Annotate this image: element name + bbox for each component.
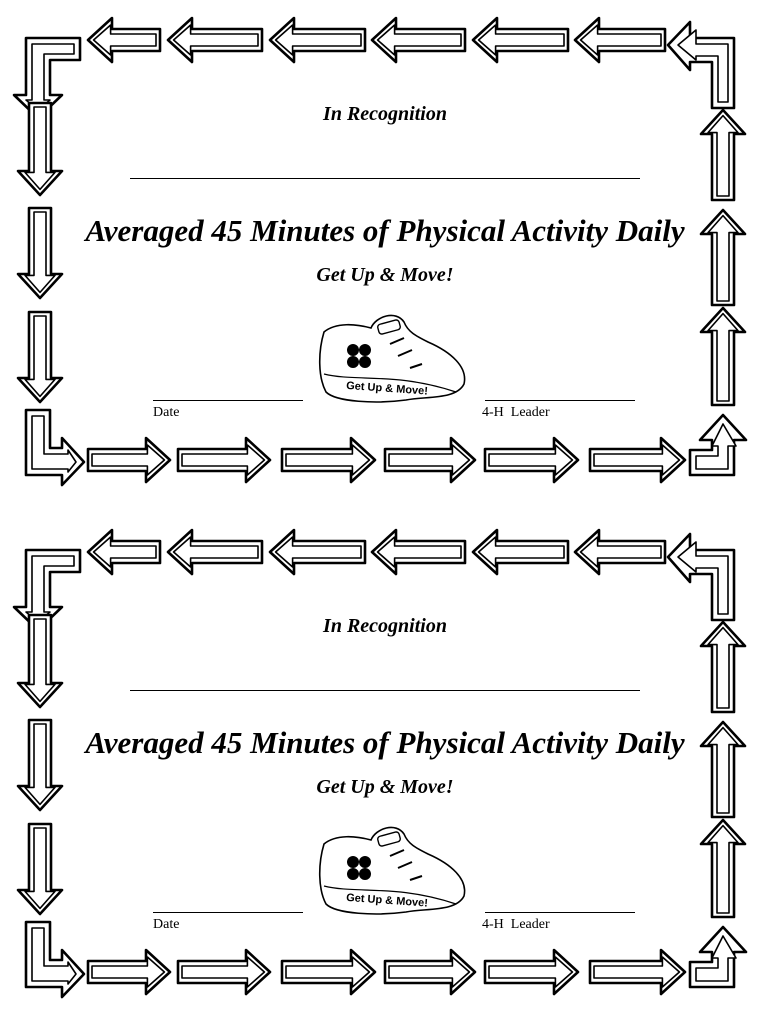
arrow-right-icon xyxy=(488,956,574,988)
arrow-left-icon xyxy=(579,536,662,568)
arrow-down-icon xyxy=(24,315,56,398)
corner-bottom-left-icon xyxy=(31,415,77,473)
arrow-up-icon xyxy=(707,824,739,914)
arrow-right-icon xyxy=(181,956,266,988)
date-line xyxy=(153,400,303,401)
date-line xyxy=(153,912,303,913)
arrow-right-icon xyxy=(593,444,681,476)
arrow-left-icon xyxy=(172,24,259,56)
corner-top-right-icon xyxy=(677,29,729,103)
arrow-right-icon xyxy=(593,956,681,988)
arrow-right-icon xyxy=(181,444,266,476)
corner-top-right-icon xyxy=(677,541,729,615)
arrow-down-icon xyxy=(24,827,56,910)
corner-top-left-icon xyxy=(25,43,75,111)
name-line xyxy=(130,690,640,691)
arrow-up-icon xyxy=(707,726,739,814)
arrow-down-icon xyxy=(24,723,56,806)
arrow-border xyxy=(12,16,748,487)
shoe-logo: Get Up & Move! xyxy=(318,826,466,915)
arrow-up-icon xyxy=(707,312,739,402)
arrow-right-icon xyxy=(388,956,471,988)
arrow-up-icon xyxy=(707,626,739,709)
arrow-left-icon xyxy=(376,536,462,568)
corner-bottom-right-icon xyxy=(695,423,737,470)
logo-text: Get Up & Move! xyxy=(346,380,429,398)
arrow-left-icon xyxy=(92,24,157,56)
logo-text: Get Up & Move! xyxy=(346,892,429,910)
corner-top-left-icon xyxy=(25,555,75,623)
certificate-1: In Recognition Averaged 45 Minutes of Ph… xyxy=(12,16,748,487)
arrow-left-icon xyxy=(477,24,565,56)
arrow-left-icon xyxy=(172,536,259,568)
title: Averaged 45 Minutes of Physical Activity… xyxy=(85,725,685,760)
arrow-down-icon xyxy=(24,106,56,191)
date-label: Date xyxy=(153,917,180,932)
corner-bottom-right-icon xyxy=(695,935,737,982)
subtitle: Get Up & Move! xyxy=(316,776,454,798)
arrow-left-icon xyxy=(579,24,662,56)
arrow-left-icon xyxy=(274,536,362,568)
leader-label: 4-H Leader xyxy=(482,917,550,932)
corner-bottom-left-icon xyxy=(31,927,77,985)
arrow-border xyxy=(12,528,748,999)
subtitle: Get Up & Move! xyxy=(316,264,454,286)
corner-top-left-icon xyxy=(12,548,82,632)
title: Averaged 45 Minutes of Physical Activity… xyxy=(85,213,685,248)
leader-line xyxy=(485,400,635,401)
arrow-left-icon xyxy=(376,24,462,56)
shoe-outline xyxy=(318,826,466,915)
leader-label: 4-H Leader xyxy=(482,405,550,420)
date-label: Date xyxy=(153,405,180,420)
shoe-logo: Get Up & Move! xyxy=(318,314,466,403)
arrow-right-icon xyxy=(488,444,574,476)
arrow-left-icon xyxy=(477,536,565,568)
arrow-up-icon xyxy=(707,114,739,197)
arrow-down-icon xyxy=(24,618,56,703)
name-line xyxy=(130,178,640,179)
arrow-right-icon xyxy=(285,956,371,988)
arrow-down-icon xyxy=(24,211,56,294)
arrow-right-icon xyxy=(91,956,166,988)
arrow-left-icon xyxy=(274,24,362,56)
leader-line xyxy=(485,912,635,913)
arrow-left-icon xyxy=(92,536,157,568)
arrow-right-icon xyxy=(91,444,166,476)
certificate-2: In Recognition Averaged 45 Minutes of Ph… xyxy=(0,512,770,1024)
heading: In Recognition xyxy=(323,103,447,125)
arrow-up-icon xyxy=(707,214,739,302)
heading: In Recognition xyxy=(323,615,447,637)
clover-icon xyxy=(347,856,371,880)
shoe-outline xyxy=(318,314,466,403)
arrow-right-icon xyxy=(285,444,371,476)
arrow-right-icon xyxy=(388,444,471,476)
clover-icon xyxy=(347,344,371,368)
corner-top-left-icon xyxy=(12,36,82,120)
